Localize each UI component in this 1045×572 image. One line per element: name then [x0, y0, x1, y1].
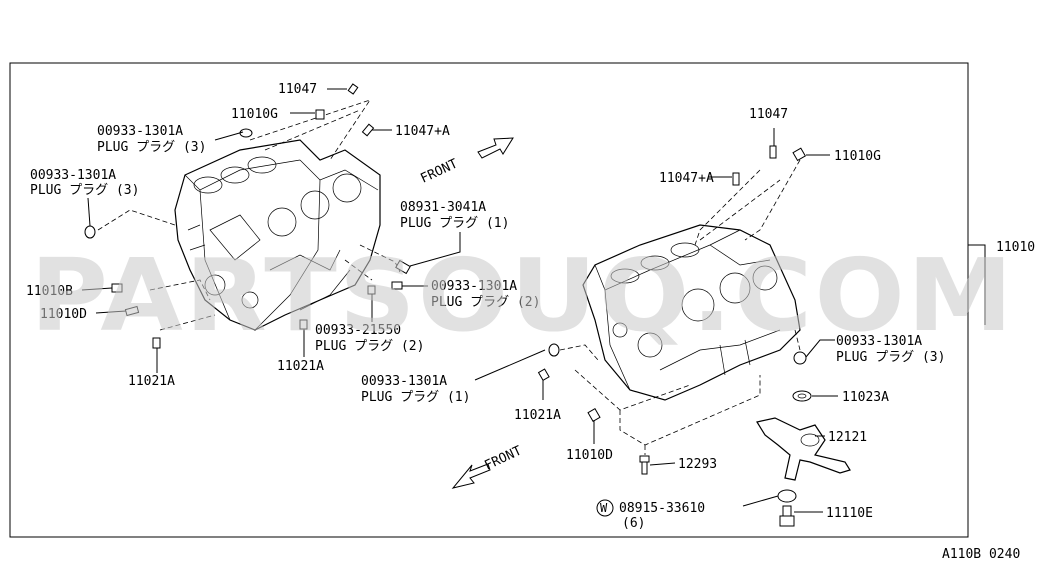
washer-11023A: [792, 390, 812, 402]
plug-00933-tl: [239, 128, 253, 138]
label-00933-1301A-ml: 00933-1301A: [30, 168, 116, 183]
label-plug2-mid: PLUG プラグ (2): [431, 295, 540, 310]
label-plug3-r3: PLUG プラグ (3): [836, 350, 945, 365]
label-12293: 12293: [678, 457, 717, 472]
label-11021A-left1: 11021A: [128, 374, 175, 389]
bolt-12293: [639, 455, 650, 475]
label-11023A: 11023A: [842, 390, 889, 405]
label-plug2-21550: PLUG プラグ (2): [315, 339, 424, 354]
bolt-11110E: [779, 505, 795, 527]
label-11010G-left: 11010G: [231, 107, 278, 122]
label-w: W: [600, 501, 608, 515]
watermark: PARTSOUQ.COM: [30, 237, 1015, 354]
label-00933-21550: 00933-21550: [315, 323, 401, 338]
label-plug1-r1: PLUG プラグ (1): [361, 390, 470, 405]
label-11010D-right: 11010D: [566, 448, 613, 463]
dowel-11010D-right: [587, 407, 601, 423]
dowel-11010D-left: [124, 305, 140, 317]
label-00933-1301A-mid: 00933-1301A: [431, 279, 517, 294]
label-11010G-right: 11010G: [834, 149, 881, 164]
oil-jet-12121: [756, 417, 851, 481]
label-08915-33610: 08915-33610: [619, 501, 705, 516]
washer-08915: [777, 489, 797, 503]
plug-00933-r1: [548, 343, 560, 357]
label-plug1-08931: PLUG プラグ (1): [400, 216, 509, 231]
washer-symbol-circle: [596, 499, 614, 517]
label-front-left: FRONT: [418, 156, 460, 186]
label-plug3-tl: PLUG プラグ (3): [97, 140, 206, 155]
dowel-11021A-right: [537, 368, 550, 382]
front-arrow-right: [451, 463, 491, 489]
dowel-11047A-right: [732, 172, 740, 186]
label-12121: 12121: [828, 430, 867, 445]
dowel-11047A-left: [361, 123, 375, 137]
label-11110E: 11110E: [826, 506, 873, 521]
label-qty6: (6): [622, 516, 645, 531]
left-cylinder-block: [174, 139, 381, 331]
right-cylinder-block: [582, 224, 801, 401]
figure-code: A110B 0240: [942, 547, 1020, 562]
label-11047A-right: 11047+A: [659, 171, 714, 186]
label-11010B: 11010B: [26, 284, 73, 299]
dowel-11010G-right: [792, 147, 807, 162]
label-front-right: FRONT: [482, 443, 524, 473]
label-11047-right: 11047: [749, 107, 788, 122]
dowel-11047-right: [769, 145, 777, 159]
label-00933-1301A-tl: 00933-1301A: [97, 124, 183, 139]
dowel-11047-left: [347, 83, 359, 95]
label-00933-1301A-r3: 00933-1301A: [836, 334, 922, 349]
plug-08931: [395, 259, 411, 275]
label-11010: 11010: [996, 240, 1035, 255]
label-11047-left: 11047: [278, 82, 317, 97]
label-11021A-right: 11021A: [514, 408, 561, 423]
dowel-11010G-left: [315, 109, 325, 120]
label-00933-1301A-r1: 00933-1301A: [361, 374, 447, 389]
label-plug3-ml: PLUG プラグ (3): [30, 183, 139, 198]
label-08931-3041A: 08931-3041A: [400, 200, 486, 215]
label-11047A-left: 11047+A: [395, 124, 450, 139]
label-11021A-left2: 11021A: [277, 359, 324, 374]
plug-00933-r3: [793, 351, 807, 365]
front-arrow-left: [477, 137, 514, 159]
label-11010D-left: 11010D: [40, 307, 87, 322]
diagram-frame: [9, 62, 969, 538]
